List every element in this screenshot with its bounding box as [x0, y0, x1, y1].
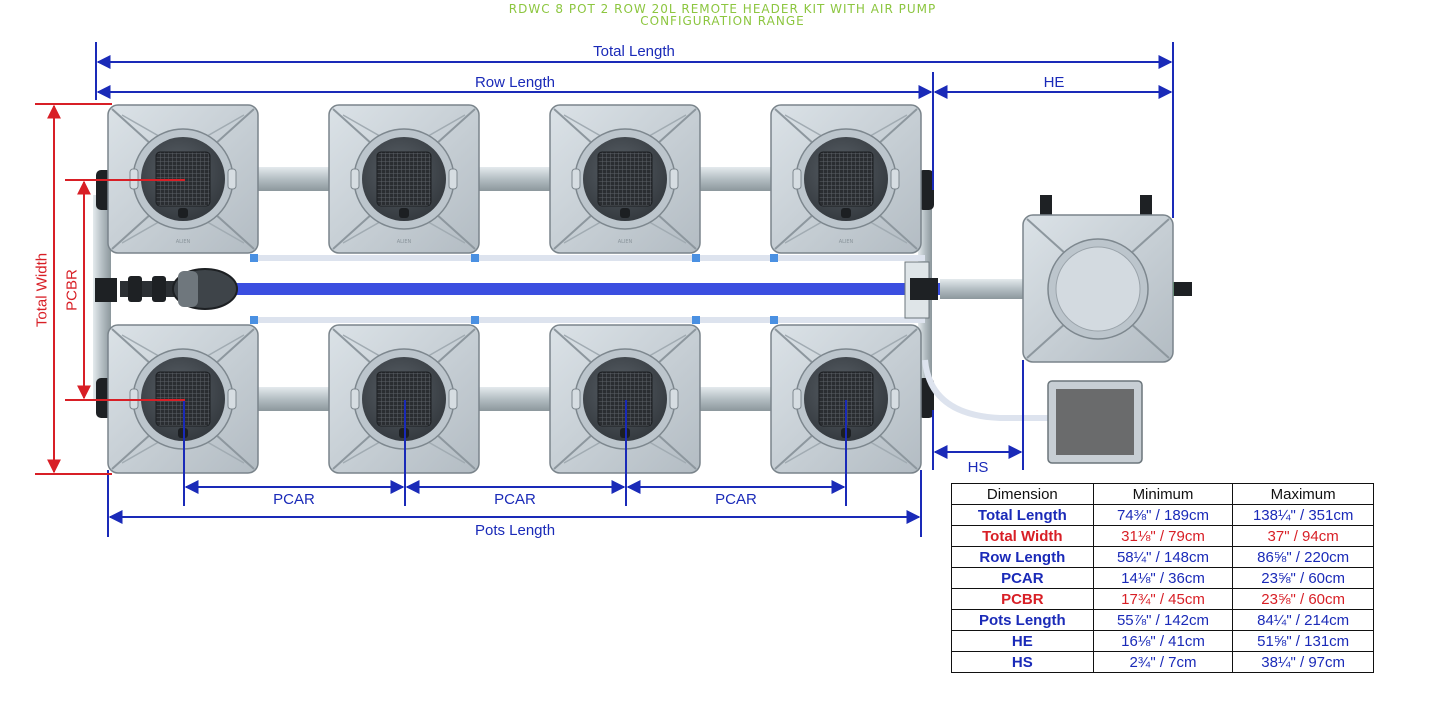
pcbr-label: PCBR — [63, 267, 81, 313]
table-row: Row Length 58¼" / 148cm 86⅝" / 220cm — [951, 546, 1374, 568]
hs-label: HS — [964, 459, 992, 476]
pipe-top-1 — [255, 167, 335, 191]
table-cell-name: PCBR — [951, 588, 1094, 610]
table-cell-min: 17¾" / 45cm — [1092, 588, 1234, 610]
diagram-subtitle: CONFIGURATION RANGE — [640, 14, 805, 28]
header-feed-pipe — [940, 279, 1026, 299]
right-elbow-bottom — [918, 378, 934, 418]
header-union — [910, 278, 938, 300]
table-cell-min: 55⅞" / 142cm — [1092, 609, 1234, 631]
diagram-title: RDWC 8 POT 2 ROW 20L REMOTE HEADER KIT W… — [508, 2, 937, 16]
svg-text:ALIEN: ALIEN — [839, 239, 854, 245]
table-cell-name: Row Length — [951, 546, 1094, 568]
table-cell-name: Pots Length — [951, 609, 1094, 631]
pipe-bottom-1 — [255, 387, 335, 411]
table-cell-max: 138¼" / 351cm — [1232, 504, 1374, 526]
table-cell-max: 38¼" / 97cm — [1232, 651, 1374, 673]
right-elbow-top — [918, 170, 934, 210]
svg-text:ALIEN: ALIEN — [397, 239, 412, 245]
left-tee — [95, 278, 117, 302]
table-cell-min: 2¾" / 7cm — [1092, 651, 1234, 673]
header-fitting-left — [1040, 195, 1052, 217]
table-cell-name: HS — [951, 651, 1094, 673]
table-header-maximum: Maximum — [1232, 483, 1374, 505]
pot-top-2 — [328, 104, 480, 254]
table-cell-min: 31⅛" / 79cm — [1092, 525, 1234, 547]
row-length-label: Row Length — [471, 74, 559, 91]
total-length-label: Total Length — [590, 43, 678, 60]
table-cell-max: 37" / 94cm — [1232, 525, 1374, 547]
pcar-label-1: PCAR — [270, 491, 318, 508]
table-cell-max: 86⅝" / 220cm — [1232, 546, 1374, 568]
table-cell-min: 16⅛" / 41cm — [1092, 630, 1234, 652]
table-row: PCAR 14⅛" / 36cm 23⅝" / 60cm — [951, 567, 1374, 589]
table-cell-max: 84¼" / 214cm — [1232, 609, 1374, 631]
table-cell-max: 23⅝" / 60cm — [1232, 588, 1374, 610]
table-cell-min: 14⅛" / 36cm — [1092, 567, 1234, 589]
table-header-dimension: Dimension — [951, 483, 1094, 505]
dimension-table: Dimension Minimum Maximum Total Length 7… — [951, 483, 1374, 673]
pipe-bottom-2 — [476, 387, 556, 411]
pot-brand-marks: ALIEN ALIEN ALIEN ALIEN — [176, 239, 854, 245]
air-pump-hose — [922, 359, 1048, 421]
table-row: Total Width 31⅛" / 79cm 37" / 94cm — [951, 525, 1374, 547]
pipe-top-3 — [697, 167, 777, 191]
pots-length-label: Pots Length — [471, 522, 559, 539]
table-row: HS 2¾" / 7cm 38¼" / 97cm — [951, 651, 1374, 673]
table-cell-min: 58¼" / 148cm — [1092, 546, 1234, 568]
main-air-line — [235, 283, 1025, 295]
table-header-minimum: Minimum — [1092, 483, 1234, 505]
table-cell-max: 23⅝" / 60cm — [1232, 567, 1374, 589]
air-stones — [250, 254, 778, 324]
table-cell-name: HE — [951, 630, 1094, 652]
pcar-label-3: PCAR — [712, 491, 760, 508]
pipe-bottom-3 — [697, 387, 777, 411]
pipe-top-2 — [476, 167, 556, 191]
table-cell-max: 51⅝" / 131cm — [1232, 630, 1374, 652]
header-outlet — [1172, 282, 1192, 296]
table-row: PCBR 17¾" / 45cm 23⅝" / 60cm — [951, 588, 1374, 610]
table-row: Total Length 74⅜" / 189cm 138¼" / 351cm — [951, 504, 1374, 526]
svg-text:ALIEN: ALIEN — [618, 239, 633, 245]
table-header-row: Dimension Minimum Maximum — [951, 483, 1374, 505]
table-cell-name: PCAR — [951, 567, 1094, 589]
table-cell-name: Total Length — [951, 504, 1094, 526]
pot-top-3 — [549, 104, 701, 254]
header-fitting-right — [1140, 195, 1152, 217]
pump-cap — [178, 271, 198, 307]
svg-text:ALIEN: ALIEN — [176, 239, 191, 245]
valve-nut-icon — [128, 276, 142, 302]
pot-top-4 — [770, 104, 922, 254]
valve-nut-icon-2 — [152, 276, 166, 302]
table-cell-name: Total Width — [951, 525, 1094, 547]
table-row: HE 16⅛" / 41cm 51⅝" / 131cm — [951, 630, 1374, 652]
he-label: HE — [1040, 74, 1068, 91]
pcar-label-2: PCAR — [491, 491, 539, 508]
total-width-label: Total Width — [33, 250, 51, 330]
table-cell-min: 74⅜" / 189cm — [1092, 504, 1234, 526]
table-row: Pots Length 55⅞" / 142cm 84¼" / 214cm — [951, 609, 1374, 631]
